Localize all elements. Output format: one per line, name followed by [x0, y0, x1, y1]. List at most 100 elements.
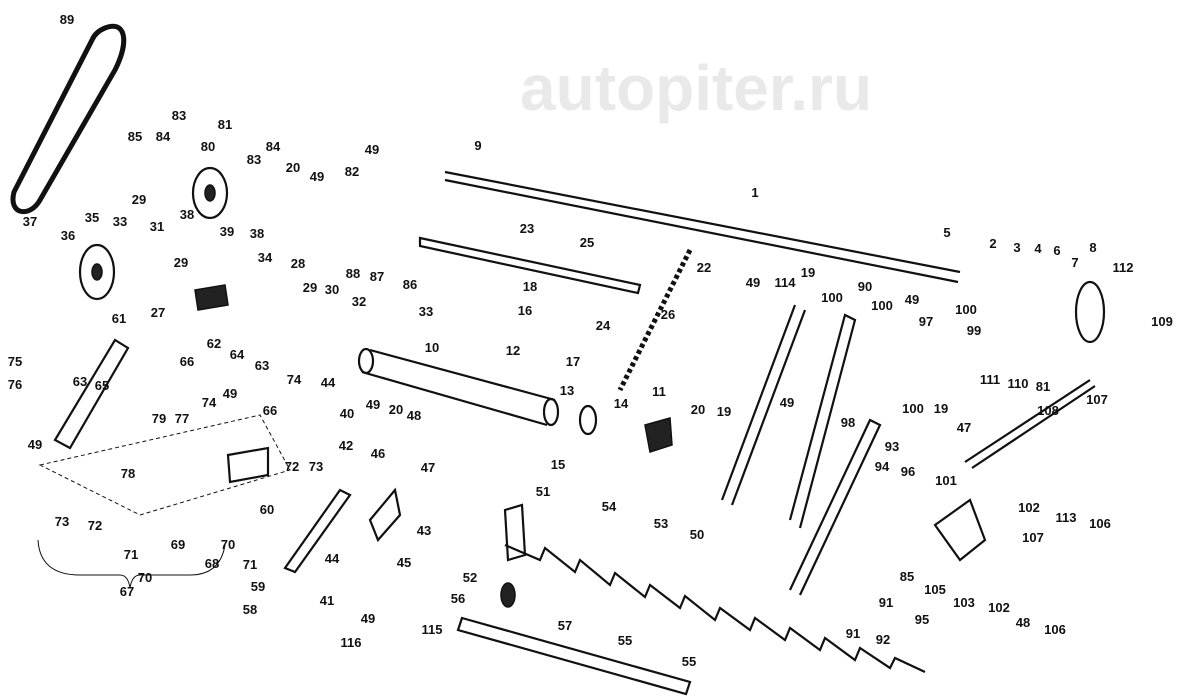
arm-108 [964, 379, 1096, 469]
part-number-label: 100 [821, 290, 843, 305]
part-number-label: 18 [523, 279, 537, 294]
watermark: autopiter.ru [520, 52, 872, 124]
part-number-label: 100 [871, 298, 893, 313]
part-number-label: 61 [112, 311, 126, 326]
part-number-label: 58 [243, 602, 257, 617]
drum-10-end [357, 347, 375, 375]
part-number-label: 103 [953, 595, 975, 610]
part-number-label: 38 [250, 226, 264, 241]
part-number-label: 70 [138, 570, 152, 585]
part-number-label: 66 [263, 403, 277, 418]
part-number-label: 63 [73, 374, 87, 389]
group-67-brace [37, 539, 226, 589]
part-number-label: 107 [1022, 530, 1044, 545]
part-number-label: 81 [218, 117, 232, 132]
part-number-label: 70 [221, 537, 235, 552]
part-number-label: 112 [1113, 260, 1134, 275]
part-number-label: 100 [955, 302, 977, 317]
part-number-label: 49 [361, 611, 375, 626]
part-number-label: 13 [560, 383, 574, 398]
part-number-label: 57 [558, 618, 572, 633]
part-number-label: 83 [172, 108, 186, 123]
part-number-label: 59 [251, 579, 265, 594]
part-number-label: 91 [846, 626, 860, 641]
part-number-label: 101 [935, 473, 957, 488]
part-number-label: 69 [171, 537, 185, 552]
pulley-80 [191, 166, 229, 220]
part-number-label: 71 [243, 557, 257, 572]
part-number-label: 27 [151, 305, 165, 320]
part-number-label: 47 [421, 460, 435, 475]
part-number-label: 85 [128, 129, 142, 144]
pulley-35-hub [91, 263, 103, 281]
part-number-label: 31 [150, 219, 164, 234]
part-number-label: 5 [943, 225, 950, 240]
part-number-label: 71 [124, 547, 138, 562]
part-number-label: 116 [341, 635, 362, 650]
main-shaft [444, 170, 961, 284]
part-number-label: 3 [1013, 240, 1020, 255]
toothed-bar-23 [418, 236, 642, 295]
part-number-label: 108 [1037, 403, 1059, 418]
group-67-outline [38, 414, 291, 516]
part-number-label: 49 [223, 386, 237, 401]
part-number-label: 33 [113, 214, 127, 229]
part-number-label: 105 [924, 582, 946, 597]
part-number-label: 44 [325, 551, 340, 566]
part-number-label: 24 [596, 318, 611, 333]
part-number-label: 22 [697, 260, 711, 275]
part-number-label: 97 [919, 314, 933, 329]
part-number-label: 106 [1089, 516, 1111, 531]
part-number-label: 48 [407, 408, 421, 423]
drum-10 [361, 348, 556, 427]
part-number-label: 84 [156, 129, 171, 144]
bushing-52 [500, 582, 516, 608]
part-number-label: 20 [389, 402, 403, 417]
part-number-label: 82 [345, 164, 359, 179]
chain-22 [617, 248, 693, 392]
part-number-label: 99 [967, 323, 981, 338]
part-number-label: 16 [518, 303, 532, 318]
part-number-label: 73 [309, 459, 323, 474]
bracket-51 [503, 503, 527, 562]
part-number-label: 89 [60, 12, 74, 27]
part-number-label: 48 [1016, 615, 1030, 630]
part-number-label: 23 [520, 221, 534, 236]
part-number-label: 56 [451, 591, 465, 606]
part-number-label: 74 [202, 395, 217, 410]
part-number-label: 1 [751, 185, 758, 200]
part-number-label: 91 [879, 595, 893, 610]
part-number-label: 8 [1089, 240, 1096, 255]
part-number-label: 60 [260, 502, 274, 517]
part-number-label: 72 [88, 518, 102, 533]
part-number-label: 77 [175, 411, 189, 426]
part-number-label: 35 [85, 210, 99, 225]
part-number-label: 83 [247, 152, 261, 167]
part-number-label: 11 [652, 384, 666, 399]
part-number-label: 84 [266, 139, 281, 154]
part-number-label: 67 [120, 584, 134, 599]
part-number-label: 39 [220, 224, 234, 239]
plate-61 [53, 338, 130, 450]
part-number-label: 79 [152, 411, 166, 426]
knife-bar-50 [504, 543, 926, 673]
part-number-label: 28 [291, 256, 305, 271]
part-number-label: 95 [915, 612, 929, 627]
part-number-label: 41 [320, 593, 334, 608]
part-number-label: 49 [780, 395, 794, 410]
part-number-label: 74 [287, 372, 302, 387]
part-number-label: 43 [417, 523, 431, 538]
part-number-label: 49 [28, 437, 42, 452]
drum-10-end [542, 397, 560, 427]
knife-90 [788, 313, 857, 529]
part-number-label: 49 [365, 142, 379, 157]
part-number-label: 72 [285, 459, 299, 474]
part-number-label: 87 [370, 269, 384, 284]
part-number-label: 34 [258, 250, 273, 265]
part-number-label: 106 [1044, 622, 1066, 637]
part-number-label: 12 [506, 343, 520, 358]
part-number-label: 29 [132, 192, 146, 207]
part-number-label: 98 [841, 415, 855, 430]
part-number-label: 17 [566, 354, 580, 369]
part-number-label: 86 [403, 277, 417, 292]
